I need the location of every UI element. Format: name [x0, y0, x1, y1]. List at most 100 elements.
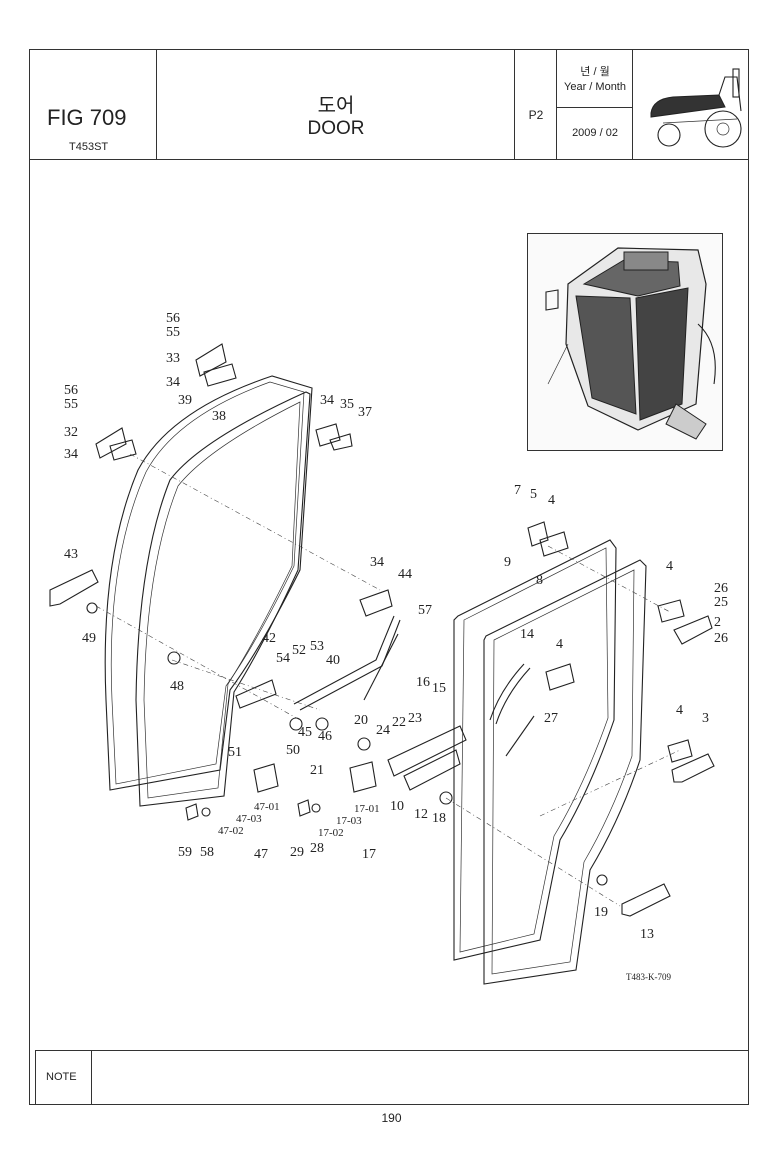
left-glass-inner	[143, 401, 301, 799]
svg-text:23: 23	[408, 711, 422, 726]
svg-text:2: 2	[714, 615, 721, 630]
hinge-4d	[545, 663, 575, 691]
upper-hinge-plate-34	[203, 363, 237, 387]
svg-text:12: 12	[414, 807, 428, 822]
svg-text:5: 5	[530, 487, 537, 502]
svg-text:8: 8	[536, 573, 543, 588]
svg-text:33: 33	[166, 351, 180, 366]
svg-text:58: 58	[200, 845, 214, 860]
svg-text:32: 32	[64, 425, 78, 440]
svg-text:4: 4	[676, 703, 683, 718]
svg-text:26: 26	[714, 631, 728, 646]
svg-text:27: 27	[544, 711, 558, 726]
svg-text:17-02: 17-02	[318, 827, 344, 839]
right-door-seal-inner	[459, 547, 609, 953]
svg-text:40: 40	[326, 653, 340, 668]
svg-text:46: 46	[318, 729, 332, 744]
fig-number: FIG 709	[47, 105, 127, 130]
svg-text:53: 53	[310, 639, 324, 654]
year-month-english: Year / Month	[564, 81, 626, 93]
svg-text:59: 59	[178, 845, 192, 860]
fig-cell: FIG 709 T453ST	[29, 49, 157, 159]
svg-text:20: 20	[354, 713, 368, 728]
latch-42	[235, 679, 277, 709]
svg-text:50: 50	[286, 743, 300, 758]
svg-text:25: 25	[714, 595, 728, 610]
bracket-34b	[359, 589, 393, 617]
hinge-plate-4	[539, 531, 569, 557]
date-divider	[557, 107, 633, 108]
svg-text:47-03: 47-03	[236, 813, 262, 825]
note-row: NOTE	[35, 1050, 749, 1104]
gas-strut-57	[363, 633, 399, 701]
svg-text:4: 4	[548, 493, 555, 508]
svg-text:18: 18	[432, 811, 446, 826]
svg-text:10: 10	[390, 799, 404, 814]
lock-plate-10	[387, 725, 467, 777]
svg-text:54: 54	[276, 651, 290, 666]
model-code: T453ST	[69, 141, 109, 153]
svg-text:4: 4	[666, 559, 673, 574]
lock-plate-12	[403, 749, 461, 791]
svg-text:28: 28	[310, 841, 324, 856]
svg-text:7: 7	[514, 483, 521, 498]
right-glass-inner	[491, 569, 635, 975]
latch-part-59	[185, 803, 199, 821]
tractor-icon	[650, 68, 742, 148]
lower-hinge-32	[95, 427, 127, 459]
door-rod-40	[293, 615, 395, 705]
svg-text:49: 49	[82, 631, 96, 646]
lower-hinge-plate-34	[109, 439, 137, 461]
svg-text:52: 52	[292, 643, 306, 658]
bracket-2	[673, 615, 713, 645]
image-code: T483-K-709	[626, 972, 671, 982]
date-value: 2009 / 02	[572, 127, 618, 139]
svg-text:43: 43	[64, 547, 78, 562]
header: FIG 709 T453ST 도어 DOOR P2 년 / 월 Year / M…	[29, 49, 749, 159]
svg-text:17-01: 17-01	[354, 803, 380, 815]
svg-text:42: 42	[262, 631, 276, 646]
title-cell: 도어 DOOR	[157, 49, 515, 159]
note-label: NOTE	[46, 1071, 77, 1083]
rod-14	[489, 663, 525, 721]
svg-text:21: 21	[310, 763, 324, 778]
svg-text:34: 34	[370, 555, 384, 570]
hinge-plate-5	[527, 521, 549, 547]
left-door-glass	[135, 391, 311, 807]
svg-text:13: 13	[640, 927, 654, 942]
svg-text:22: 22	[392, 715, 406, 730]
svg-text:17: 17	[362, 847, 376, 862]
page-code-cell: P2	[515, 49, 557, 159]
hinge-bracket-35	[329, 433, 353, 451]
svg-text:34: 34	[166, 375, 180, 390]
svg-text:44: 44	[398, 567, 412, 582]
svg-text:35: 35	[340, 397, 354, 412]
page-code: P2	[528, 108, 544, 122]
svg-text:38: 38	[212, 409, 226, 424]
svg-text:24: 24	[376, 723, 390, 738]
svg-text:37: 37	[358, 405, 372, 420]
svg-text:3: 3	[702, 711, 709, 726]
svg-text:51: 51	[228, 745, 242, 760]
svg-text:17-03: 17-03	[336, 815, 362, 827]
svg-text:15: 15	[432, 681, 446, 696]
svg-text:9: 9	[504, 555, 511, 570]
outer-handle-3	[671, 753, 715, 783]
latch-47	[253, 763, 279, 793]
page-number: 190	[381, 1111, 402, 1125]
hinge-4c	[657, 599, 685, 623]
svg-text:56: 56	[166, 311, 180, 326]
svg-text:56: 56	[64, 383, 78, 398]
gas-strut-27	[505, 715, 535, 757]
svg-text:4: 4	[556, 637, 563, 652]
svg-text:16: 16	[416, 675, 430, 690]
left-door-seal	[104, 375, 313, 791]
inner-handle-43	[49, 569, 99, 607]
header-divider	[29, 159, 749, 160]
latch-17	[349, 761, 377, 793]
svg-text:14: 14	[520, 627, 534, 642]
upper-hinge-33	[195, 343, 227, 377]
year-month-korean: 년 / 월	[580, 66, 610, 78]
page-frame	[29, 49, 749, 1105]
tractor-cell	[633, 49, 749, 159]
